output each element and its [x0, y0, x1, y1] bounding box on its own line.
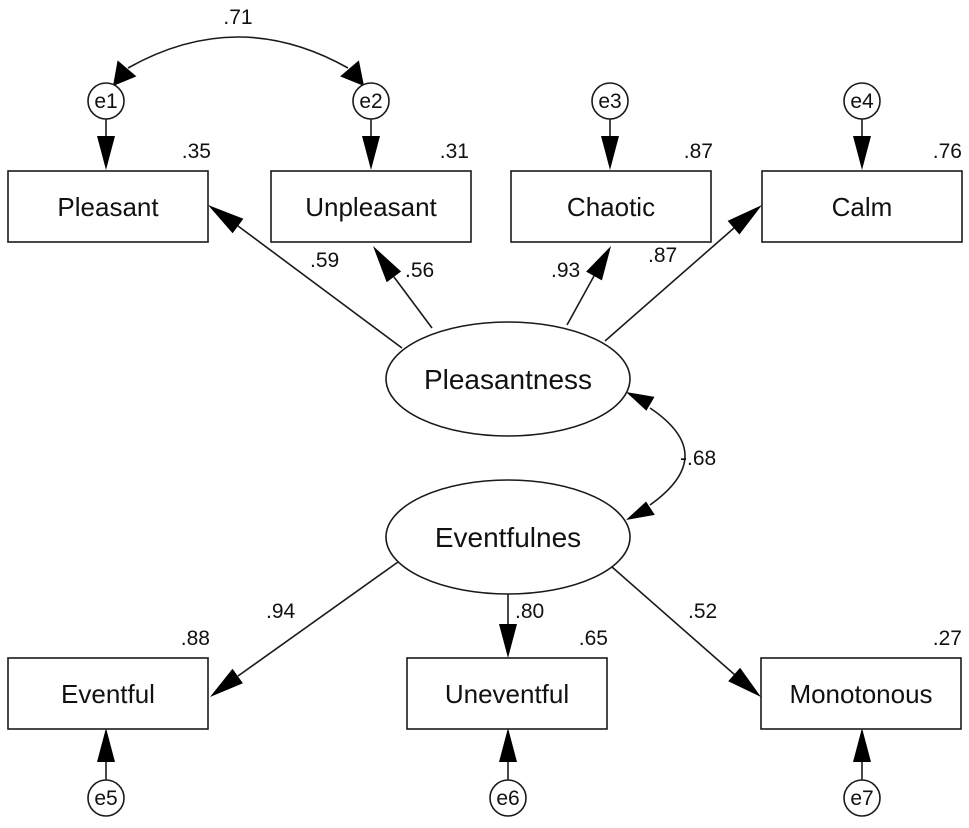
error-label-e2: e2	[359, 90, 382, 113]
arrowhead-e1	[97, 136, 115, 170]
arrowhead-uneventful	[499, 624, 517, 658]
indicator-box-chaotic: Chaotic	[510, 170, 712, 243]
indicator-box-eventful: Eventful	[7, 657, 209, 730]
indicator-label-unpleasant: Unpleasant	[305, 192, 437, 222]
r-squared-monotonous: .27	[933, 627, 962, 650]
indicator-label-monotonous: Monotonous	[789, 679, 932, 709]
indicator-label-calm: Calm	[832, 192, 893, 222]
arrowhead-cov-pleasantness	[626, 392, 655, 411]
error-e5: e5	[87, 779, 125, 817]
indicator-box-unpleasant: Unpleasant	[270, 170, 472, 243]
indicator-label-uneventful: Uneventful	[445, 679, 569, 709]
indicator-box-uneventful: Uneventful	[406, 657, 608, 730]
covariance-e1-e2: .71	[223, 6, 252, 29]
path-pleasantness-pleasant	[237, 225, 403, 349]
error-label-e1: e1	[94, 90, 117, 113]
error-label-e3: e3	[598, 90, 621, 113]
loading-calm: .87	[648, 244, 677, 267]
error-label-e5: e5	[94, 787, 117, 810]
arrowhead-e7	[853, 728, 871, 762]
loading-eventful: .94	[266, 600, 296, 623]
path-pleasantness-unpleasant	[393, 276, 433, 329]
loading-pleasant: .59	[310, 249, 339, 272]
r-squared-eventful: .88	[181, 627, 210, 650]
loading-monotonous: .52	[688, 600, 717, 623]
factor-label-pleasantness: Pleasantness	[424, 364, 592, 395]
loading-unpleasant: .56	[405, 259, 434, 282]
arrowhead-unpleasant	[373, 246, 402, 283]
loading-uneventful: .80	[515, 600, 544, 623]
error-e3: e3	[591, 82, 629, 120]
path-eventfulness-eventful	[237, 561, 399, 677]
arrowhead-chaotic	[586, 246, 611, 281]
r-squared-chaotic: .87	[684, 140, 713, 163]
factor-label-eventfulness: Eventfulnes	[435, 522, 581, 553]
r-squared-calm: .76	[933, 140, 962, 163]
arrowhead-pleasant	[208, 205, 244, 234]
arrowhead-monotonous	[728, 667, 761, 697]
indicator-label-chaotic: Chaotic	[567, 192, 655, 222]
arrowhead-cov-eventfulness	[626, 501, 655, 520]
path-pleasantness-calm	[604, 227, 735, 342]
indicator-box-calm: Calm	[761, 170, 963, 243]
error-label-e6: e6	[496, 787, 519, 810]
r-squared-unpleasant: .31	[440, 140, 469, 163]
factor-pleasantness: Pleasantness	[385, 321, 631, 437]
arrowhead-cov-e1	[113, 60, 137, 86]
arrowhead-e6	[499, 728, 517, 762]
indicator-label-eventful: Eventful	[61, 679, 155, 709]
arrowhead-calm	[727, 205, 762, 235]
indicator-box-monotonous: Monotonous	[760, 657, 962, 730]
arrowhead-e3	[601, 136, 619, 170]
error-label-e4: e4	[850, 90, 874, 113]
factor-eventfulness: Eventfulnes	[385, 479, 631, 595]
arrowhead-e2	[362, 136, 380, 170]
path-pleasantness-chaotic	[566, 275, 595, 326]
arrowhead-e4	[853, 136, 871, 170]
indicator-box-pleasant: Pleasant	[7, 170, 209, 243]
path-eventfulness-monotonous	[611, 566, 736, 676]
error-e7: e7	[843, 779, 881, 817]
r-squared-pleasant: .35	[182, 140, 211, 163]
covariance-arc-e1-e2	[127, 36, 349, 69]
error-label-e7: e7	[850, 787, 873, 810]
error-e6: e6	[489, 779, 527, 817]
r-squared-uneventful: .65	[579, 627, 608, 650]
indicator-label-pleasant: Pleasant	[57, 192, 159, 222]
error-e2: e2	[352, 82, 390, 120]
arrowhead-cov-e2	[340, 60, 364, 86]
error-e4: e4	[843, 82, 881, 120]
error-e1: e1	[87, 82, 125, 120]
covariance-arc-factors	[649, 407, 686, 506]
loading-chaotic: .93	[551, 259, 580, 282]
arrowhead-e5	[97, 728, 115, 762]
arrowhead-eventful	[210, 668, 243, 697]
covariance-factors: -.68	[680, 447, 716, 470]
